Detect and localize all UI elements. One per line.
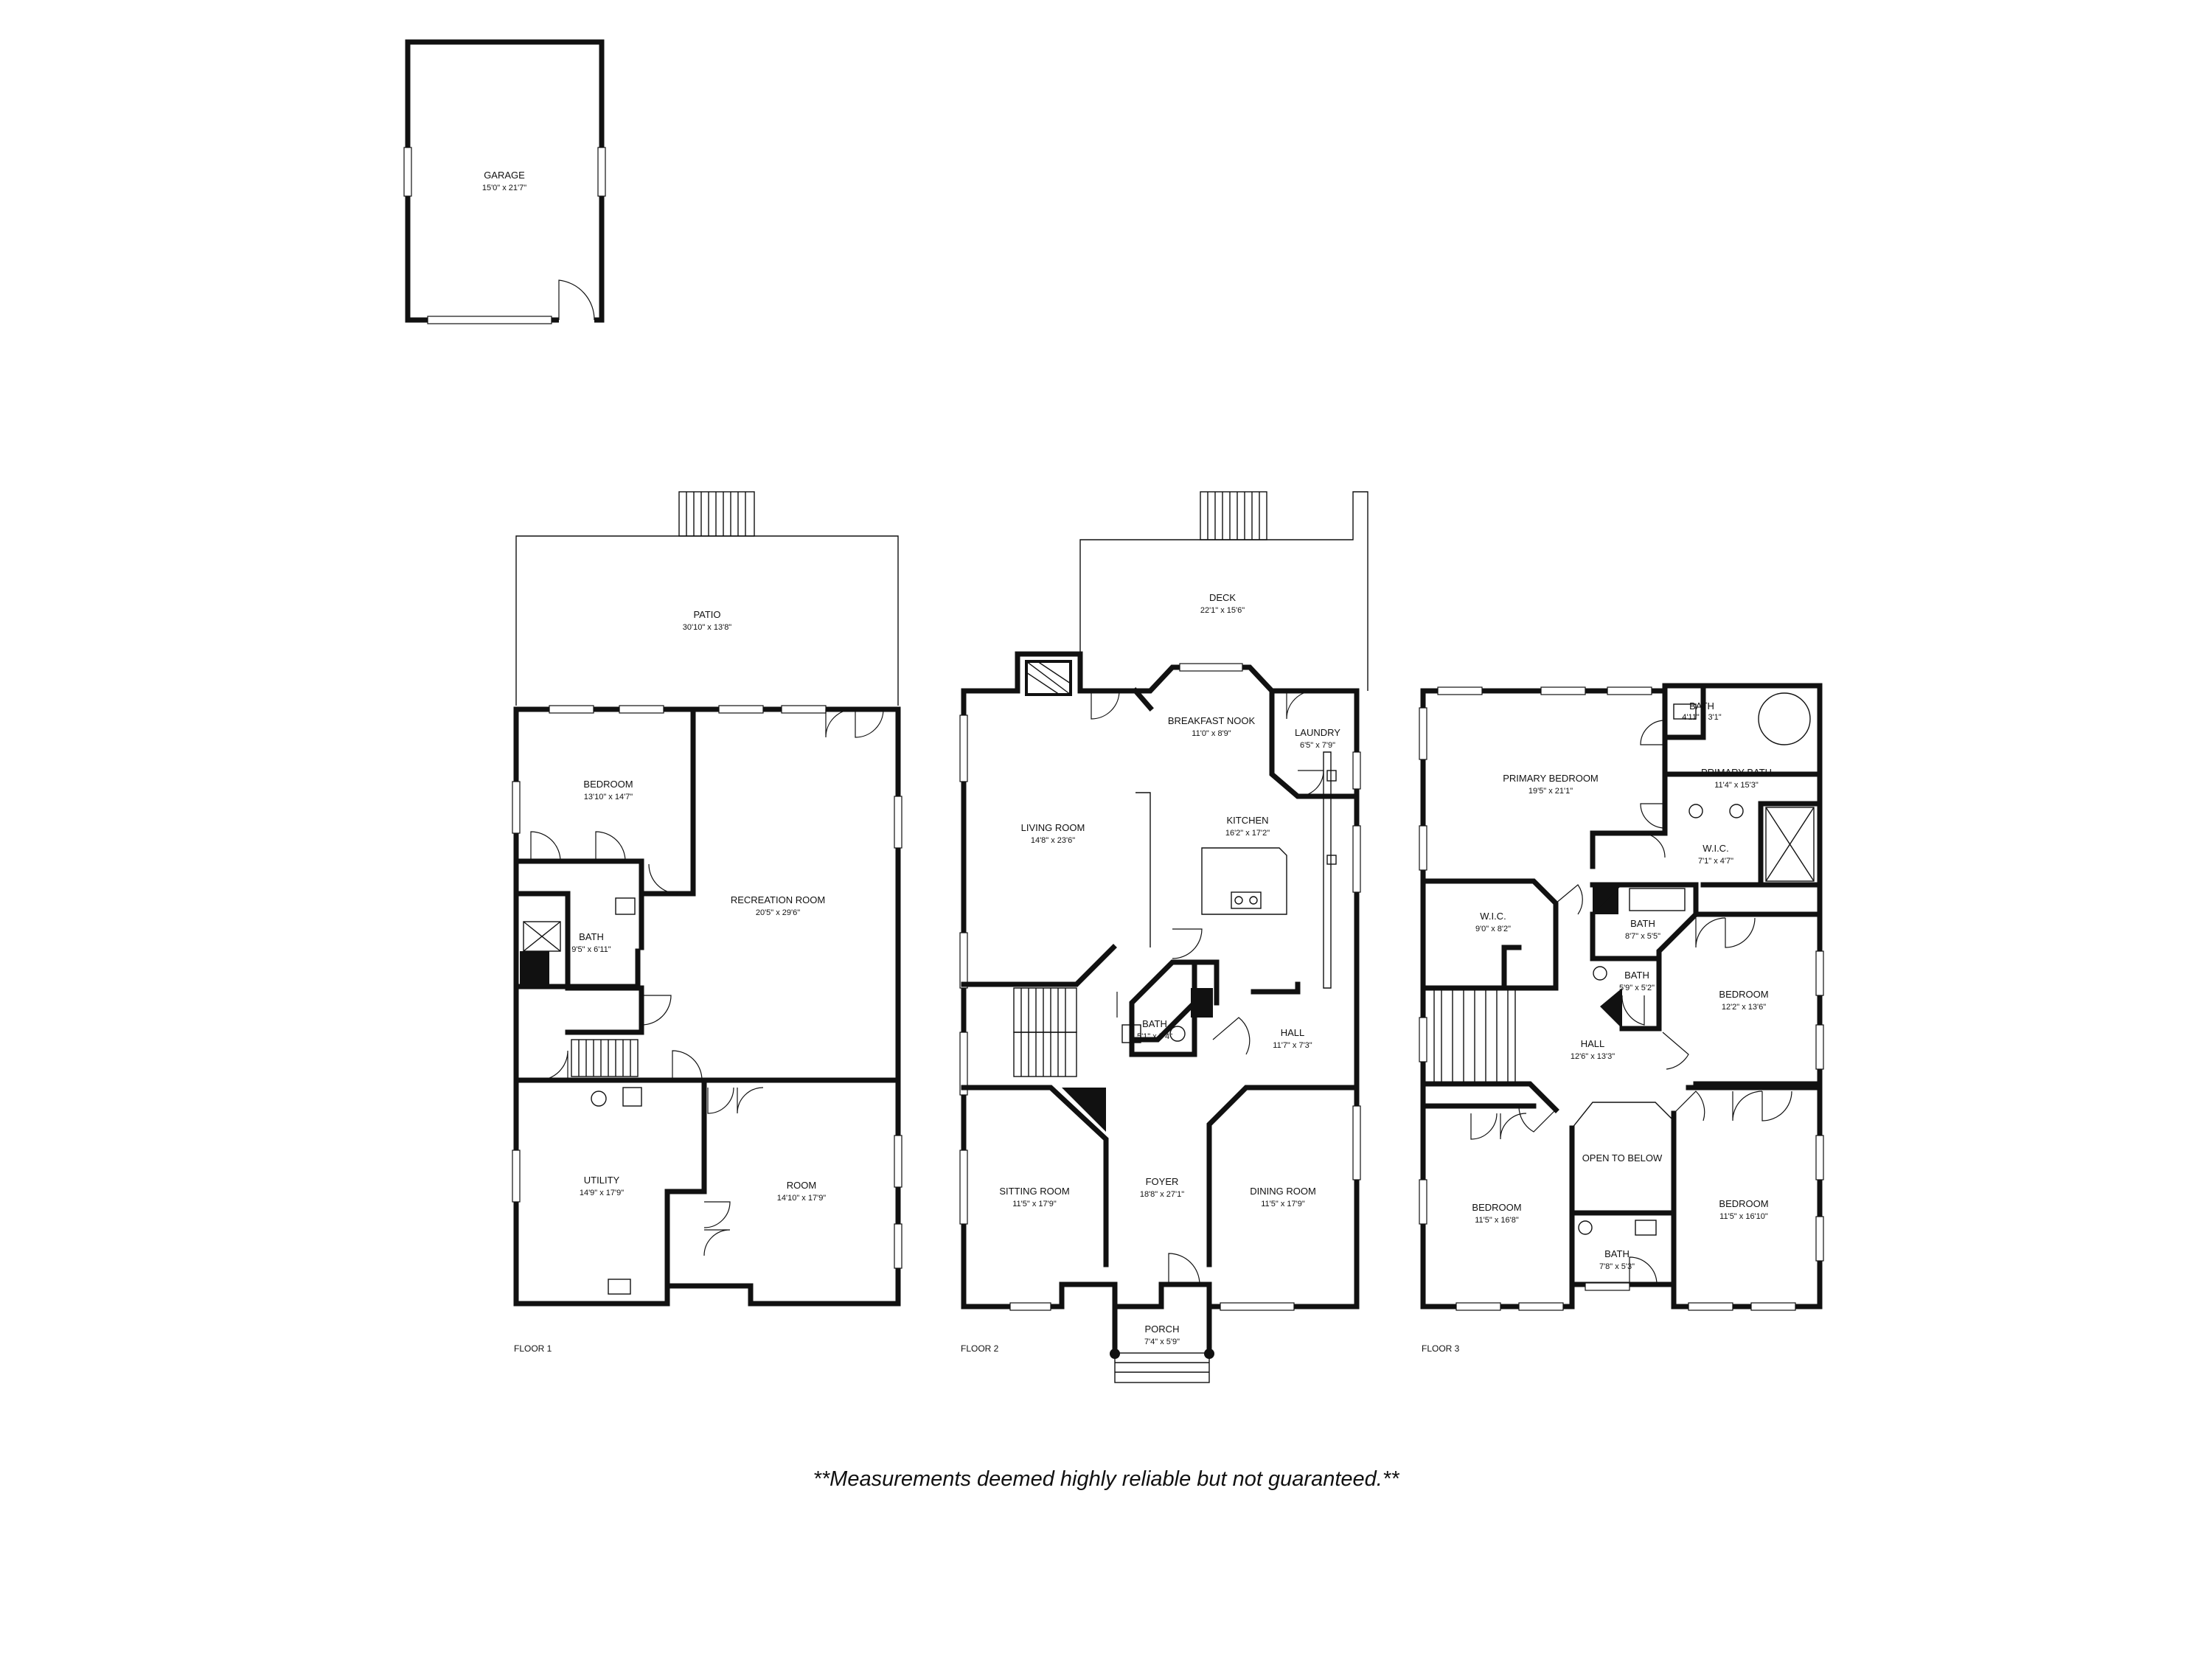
room-dim: 13'10" x 14'7" [584,793,633,801]
room-dim: 4'11" x 3'1" [1682,713,1721,722]
floor-label: FLOOR 2 [961,1343,999,1354]
patio-stairs [678,491,755,537]
room-dim: 5'9" x 5'2" [1619,984,1655,992]
floor-label: FLOOR 1 [514,1343,552,1354]
room-dim: 14'8" x 23'6" [1031,836,1075,845]
room-name: PRIMARY BEDROOM [1503,773,1599,784]
room-dim: 11'5" x 16'10" [1719,1212,1768,1221]
room-dim: 16'2" x 17'2" [1225,829,1270,838]
room-dim: 9'5" x 6'11" [571,945,611,954]
room-name: BEDROOM [583,779,633,790]
room-dim: 11'5" x 17'9" [1012,1200,1057,1208]
room-name: ROOM [787,1180,816,1191]
room-dim: 14'9" x 17'9" [580,1189,624,1197]
floor-3-plan [1419,683,1824,1311]
room-name: BEDROOM [1719,1198,1768,1209]
room-name: KITCHEN [1226,815,1268,826]
room-name: PRIMARY BATH [1701,767,1772,778]
room-name: GARAGE [484,170,525,181]
room-dim: 5'1" x 5'4" [1137,1032,1172,1041]
room-name: LAUNDRY [1295,727,1340,738]
room-dim: 20'5" x 29'6" [756,908,800,917]
room-name: BATH [1142,1018,1167,1029]
room-dim: 7'4" x 5'9" [1144,1338,1180,1346]
room-dim: 11'4" x 15'3" [1714,781,1759,790]
room-name: PATIO [693,609,720,620]
floor-1-plan [512,491,902,1307]
room-name: BATH [1630,918,1655,929]
room-dim: 7'1" x 4'7" [1698,857,1733,866]
room-name: BEDROOM [1719,989,1768,1000]
room-name: BREAKFAST NOOK [1168,715,1256,726]
room-name: DINING ROOM [1250,1186,1316,1197]
room-labels: GARAGE 15'0" x 21'7" PATIO 30'10" x 13'8… [482,170,1772,1354]
room-dim: 9'0" x 8'2" [1475,925,1511,933]
room-dim: 11'5" x 17'9" [1261,1200,1305,1208]
floor-label: FLOOR 3 [1422,1343,1460,1354]
room-dim: 11'0" x 8'9" [1192,729,1231,738]
room-dim: 19'5" x 21'1" [1528,787,1573,796]
room-dim: 18'8" x 27'1" [1140,1190,1184,1199]
room-name: HALL [1581,1038,1605,1049]
disclaimer-text: **Measurements deemed highly reliable bu… [813,1467,1399,1491]
room-name: RECREATION ROOM [731,894,825,905]
room-name: HALL [1281,1027,1305,1038]
room-dim: 12'6" x 13'3" [1571,1052,1615,1061]
room-name: BATH [1689,700,1714,712]
room-dim: 22'1" x 15'6" [1200,606,1245,615]
room-name: BATH [1604,1248,1630,1259]
room-dim: 30'10" x 13'8" [683,623,732,632]
room-name: BEDROOM [1472,1202,1521,1213]
room-name: UTILITY [584,1175,620,1186]
room-dim: 6'5" x 7'9" [1300,741,1335,750]
room-dim: 12'2" x 13'6" [1722,1003,1766,1012]
room-name: W.I.C. [1480,911,1506,922]
room-dim: 14'10" x 17'9" [777,1194,827,1203]
room-dim: 8'7" x 5'5" [1625,932,1660,941]
room-name: BATH [1624,970,1649,981]
room-dim: 7'8" x 5'3" [1599,1262,1635,1271]
room-name: DECK [1209,592,1236,603]
garage-plan [403,39,606,324]
room-dim: 11'5" x 16'8" [1475,1216,1519,1225]
room-name: BATH [579,931,604,942]
room-dim: 11'7" x 7'3" [1273,1041,1312,1050]
floor-2-plan [959,491,1368,1383]
room-name: PORCH [1145,1324,1180,1335]
room-name: FOYER [1146,1176,1179,1187]
room-name: OPEN TO BELOW [1582,1152,1663,1164]
room-dim: 15'0" x 21'7" [482,184,526,192]
room-name: LIVING ROOM [1021,822,1085,833]
room-name: SITTING ROOM [999,1186,1069,1197]
room-name: W.I.C. [1703,843,1728,854]
